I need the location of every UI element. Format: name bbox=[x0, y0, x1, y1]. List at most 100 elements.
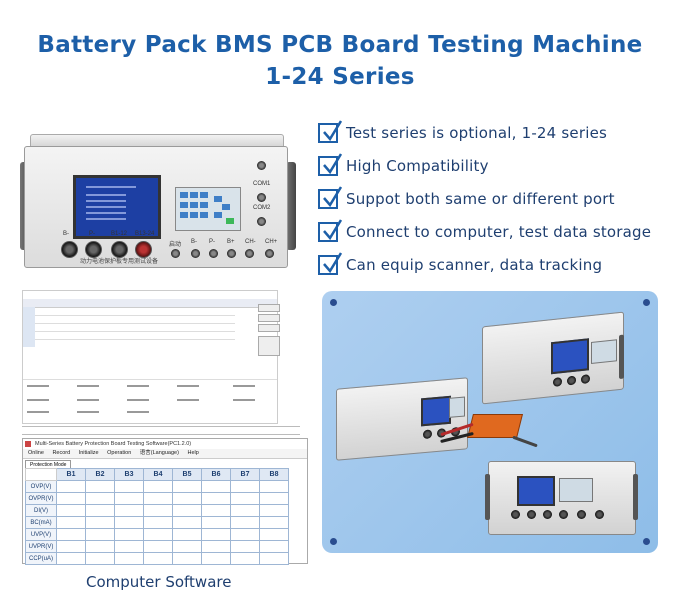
table-row: DI(V) bbox=[25, 504, 289, 517]
table-row: UVP(V) bbox=[25, 528, 289, 541]
feature-item: High Compatibility bbox=[318, 149, 651, 182]
right-label-start: 启动 bbox=[169, 242, 182, 248]
lcd-screen bbox=[73, 175, 161, 239]
jack-icon bbox=[245, 249, 254, 258]
machine-body: COM1 COM2 B- P- B1-12 B13-24 启动 B- P- B+… bbox=[24, 146, 288, 268]
right-label-ch-plus: CH+ bbox=[265, 239, 278, 245]
right-handle bbox=[286, 162, 296, 250]
feature-item: Test series is optional, 1-24 series bbox=[318, 116, 651, 149]
table-corner bbox=[25, 468, 57, 481]
feature-item: Connect to computer, test data storage bbox=[318, 215, 651, 248]
port-knob-icon bbox=[135, 241, 152, 258]
table-row: UVPR(V) bbox=[25, 540, 289, 553]
software-window: Multi-Series Battery Protection Board Te… bbox=[22, 438, 308, 565]
port-knob-icon bbox=[85, 241, 102, 258]
feature-item: Can equip scanner, data tracking bbox=[318, 248, 651, 281]
side-button bbox=[258, 336, 280, 356]
testing-machine-front: COM1 COM2 B- P- B1-12 B13-24 启动 B- P- B+… bbox=[20, 134, 298, 276]
row-header: OVP(V) bbox=[25, 480, 57, 493]
row-header: DI(V) bbox=[25, 504, 57, 517]
checkmark-icon bbox=[318, 152, 343, 176]
com1-label: COM1 bbox=[253, 181, 271, 187]
feature-item: Suppot both same or different port bbox=[318, 182, 651, 215]
feature-list: Test series is optional, 1-24 series Hig… bbox=[318, 116, 651, 281]
com2-label: COM2 bbox=[253, 205, 271, 211]
menu-online[interactable]: Online bbox=[28, 450, 44, 456]
port-icon bbox=[257, 217, 266, 226]
column-header: B6 bbox=[201, 468, 231, 481]
software-screenshot-small bbox=[22, 290, 278, 424]
machine-caption: 动力电池保护板专用测试设备 bbox=[80, 259, 159, 265]
column-header: B8 bbox=[259, 468, 289, 481]
corner-dot bbox=[643, 538, 650, 545]
machine-unit-front bbox=[485, 461, 638, 535]
table-row: CCP(uA) bbox=[25, 552, 289, 565]
tab-protection-mode[interactable]: Protection Mode bbox=[25, 460, 72, 469]
corner-dot bbox=[330, 538, 337, 545]
app-icon bbox=[25, 441, 31, 447]
column-header: B5 bbox=[172, 468, 202, 481]
jack-icon bbox=[227, 249, 236, 258]
page-subtitle: 1-24 Series bbox=[265, 64, 415, 90]
machine-unit-left bbox=[336, 377, 468, 461]
port-label-p-minus: P- bbox=[89, 231, 95, 237]
port-label-b13-24: B13-24 bbox=[135, 231, 155, 237]
menu-language[interactable]: 语言(Language) bbox=[139, 450, 179, 456]
column-header: B4 bbox=[143, 468, 173, 481]
software-caption: Computer Software bbox=[86, 573, 232, 591]
menu-record[interactable]: Record bbox=[52, 450, 71, 456]
side-button bbox=[258, 304, 280, 312]
row-header: OVPR(V) bbox=[25, 492, 57, 505]
machine-unit-back bbox=[482, 311, 624, 405]
checkmark-icon bbox=[318, 185, 343, 209]
row-header: CCP(uA) bbox=[25, 552, 57, 565]
port-label-b1-12: B1-12 bbox=[111, 231, 128, 237]
test-fixture-board bbox=[467, 414, 523, 438]
port-knob-icon bbox=[111, 241, 128, 258]
table-header-row: B1 B2 B3 B4 B5 B6 B7 B8 bbox=[25, 468, 289, 481]
com2-port-icon bbox=[257, 193, 266, 202]
feature-text: Can equip scanner, data tracking bbox=[346, 255, 603, 274]
row-header: UVP(V) bbox=[25, 528, 57, 541]
menu-initialize[interactable]: Initialize bbox=[78, 450, 99, 456]
menu-operation[interactable]: Operation bbox=[107, 450, 132, 456]
table-row: OVP(V) bbox=[25, 480, 289, 493]
port-knob-icon bbox=[61, 241, 78, 258]
power-switch-icon bbox=[257, 161, 266, 170]
feature-text: High Compatibility bbox=[346, 156, 489, 175]
checkmark-icon bbox=[318, 218, 343, 242]
feature-text: Connect to computer, test data storage bbox=[346, 222, 652, 241]
corner-dot bbox=[330, 299, 337, 306]
right-label-ch-minus: CH- bbox=[245, 239, 256, 245]
port-label-b-minus: B- bbox=[63, 231, 69, 237]
checkmark-icon bbox=[318, 251, 343, 275]
window-title: Multi-Series Battery Protection Board Te… bbox=[23, 439, 307, 449]
keypad bbox=[175, 187, 241, 231]
side-button bbox=[258, 314, 280, 322]
table-header bbox=[23, 299, 277, 308]
checkmark-icon bbox=[318, 119, 343, 143]
side-panel bbox=[23, 307, 35, 347]
menu-bar: Online Record Initialize Operation 语言(La… bbox=[23, 449, 307, 459]
row-header: BC(mA) bbox=[25, 516, 57, 529]
column-header: B3 bbox=[114, 468, 144, 481]
parameter-table: B1 B2 B3 B4 B5 B6 B7 B8 OVP(V) OVPR(V) D… bbox=[25, 468, 289, 565]
window-title-text: Multi-Series Battery Protection Board Te… bbox=[35, 441, 192, 447]
menu-help[interactable]: Help bbox=[187, 450, 199, 456]
column-header: B2 bbox=[85, 468, 115, 481]
column-header: B7 bbox=[230, 468, 260, 481]
side-button bbox=[258, 324, 280, 332]
right-label-b-plus: B+ bbox=[227, 239, 235, 245]
feature-text: Suppot both same or different port bbox=[346, 189, 615, 208]
table-row: BC(mA) bbox=[25, 516, 289, 529]
jack-icon bbox=[265, 249, 274, 258]
jack-icon bbox=[191, 249, 200, 258]
page-title: Battery Pack BMS PCB Board Testing Machi… bbox=[37, 32, 643, 58]
right-label-p-minus: P- bbox=[209, 239, 215, 245]
jack-icon bbox=[209, 249, 218, 258]
corner-dot bbox=[643, 299, 650, 306]
row-header: UVPR(V) bbox=[25, 540, 57, 553]
feature-text: Test series is optional, 1-24 series bbox=[346, 123, 608, 142]
right-label-b-minus: B- bbox=[191, 239, 197, 245]
jack-icon bbox=[171, 249, 180, 258]
